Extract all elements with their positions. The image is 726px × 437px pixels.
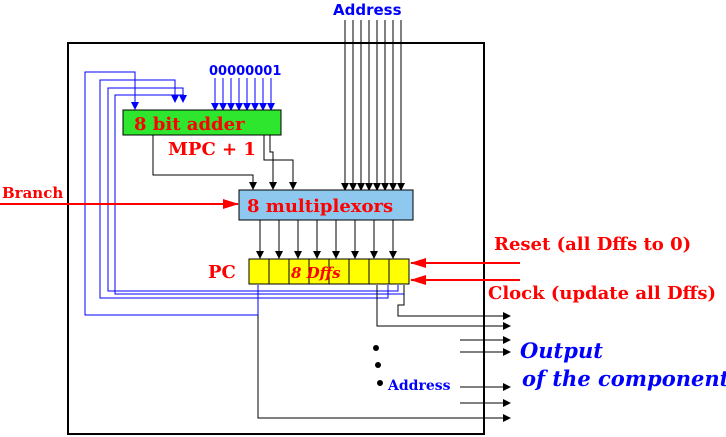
dffs-label: 8 Dffs [291,264,341,282]
mux-output-wires [256,220,397,259]
branch-label: Branch [2,184,63,202]
adder-output-wires [152,135,297,190]
dff-row [248,258,410,285]
output-wires [257,285,511,422]
output-address-label: Address [387,378,451,394]
address-title: Address [333,1,402,19]
address-bus [341,20,405,191]
constant-bits-label: 00000001 [209,64,281,79]
component-box [67,42,485,435]
adder-label: 8 bit adder [134,114,245,135]
pc-feedback-wires [84,71,405,316]
ellipsis-dots [373,345,383,386]
reset-label: Reset (all Dffs to 0) [494,234,691,255]
output-line2: of the component [522,366,726,391]
mux-label: 8 multiplexors [247,196,393,217]
clock-label: Clock (update all Dffs) [488,283,716,304]
mux-box [238,189,414,221]
output-line1: Output [520,338,603,363]
adder-box [122,109,282,136]
pc-label: PC [208,262,236,283]
constant-bits-bus [211,78,275,111]
mpc-label: MPC + 1 [168,139,256,160]
